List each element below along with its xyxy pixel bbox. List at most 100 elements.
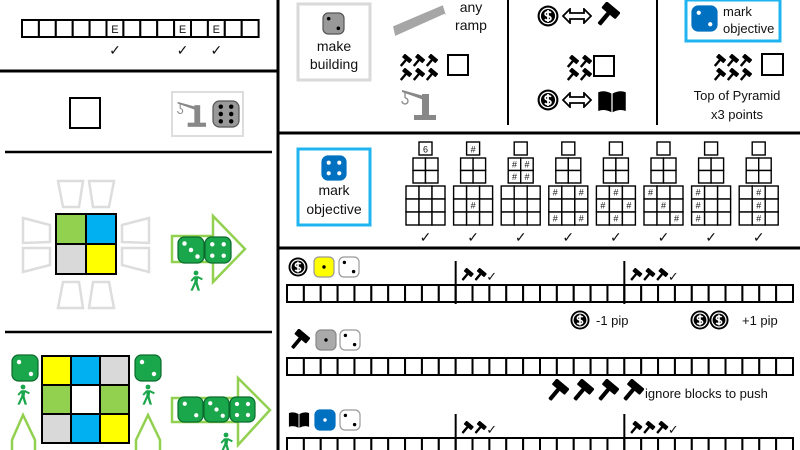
- pyramid-mid-cell[interactable]: [745, 157, 760, 172]
- pyramid-base-cell[interactable]: [452, 211, 468, 226]
- track-cell[interactable]: [539, 357, 558, 376]
- track-cell[interactable]: [190, 19, 209, 38]
- track-cell[interactable]: [589, 437, 609, 450]
- track-cell[interactable]: [437, 284, 457, 303]
- track-cell[interactable]: [156, 19, 176, 38]
- track-cell[interactable]: [488, 437, 508, 450]
- pyramid-top-cell[interactable]: [751, 141, 766, 156]
- pyramid-mid-cell[interactable]: [662, 169, 677, 184]
- pyramid-mid-cell[interactable]: [602, 169, 617, 184]
- track-cell[interactable]: [240, 19, 260, 38]
- pyramid-base-cell[interactable]: [405, 211, 420, 226]
- pyramid-base-cell[interactable]: [405, 185, 420, 200]
- track-cell[interactable]: [353, 357, 373, 376]
- trade-checkbox[interactable]: [593, 55, 615, 77]
- pyramid-base-cell[interactable]: [500, 211, 515, 226]
- build-checkbox[interactable]: [69, 97, 101, 129]
- pyramid-base-cell[interactable]: [574, 198, 589, 213]
- track-cell[interactable]: [387, 284, 407, 303]
- pyramid-mid-cell[interactable]: [650, 157, 665, 172]
- pyramid-mid-cell[interactable]: [424, 157, 439, 172]
- track-cell[interactable]: [454, 437, 474, 450]
- pyramid-base-cell[interactable]: [513, 211, 528, 226]
- track-cell[interactable]: [572, 284, 592, 303]
- track-cell[interactable]: [724, 437, 744, 450]
- track-cell[interactable]: [420, 284, 440, 303]
- pyramid-base-cell[interactable]: [431, 185, 446, 200]
- pyramid-top-cell[interactable]: [513, 141, 528, 156]
- track-cell[interactable]: [488, 357, 508, 376]
- pyramid-base-cell[interactable]: [526, 211, 541, 226]
- pyramid-mid-cell[interactable]: [697, 169, 712, 184]
- pyramid-base-cell[interactable]: [526, 185, 541, 200]
- pyramid-mid-cell[interactable]: [650, 169, 665, 184]
- pyramid-base-cell[interactable]: [669, 198, 684, 213]
- track-cell[interactable]: [640, 357, 660, 376]
- pyramid-mid-cell[interactable]: [615, 169, 630, 184]
- pyramid-top-cell[interactable]: [561, 141, 576, 156]
- track-cell[interactable]: [741, 284, 761, 303]
- pyramid-mid-cell[interactable]: [412, 169, 427, 184]
- track-cell[interactable]: [657, 284, 676, 303]
- track-cell[interactable]: [336, 437, 356, 450]
- track-cell[interactable]: [370, 284, 390, 303]
- pyramid-base-cell[interactable]: [478, 185, 494, 200]
- make-building-action[interactable]: make building: [296, 2, 372, 82]
- track-cell[interactable]: [555, 284, 575, 303]
- track-cell[interactable]: [522, 284, 542, 303]
- track-cell[interactable]: [758, 284, 778, 303]
- pyramid-base-cell[interactable]: [621, 185, 637, 200]
- pyramid-mid-cell[interactable]: [472, 157, 487, 172]
- mark-objective-action-top[interactable]: mark objective: [684, 0, 782, 43]
- pyramid-mid-cell[interactable]: [472, 169, 487, 184]
- track-cell[interactable]: [657, 437, 676, 450]
- pyramid-base-cell[interactable]: [548, 198, 563, 213]
- pyramid-base-cell[interactable]: [478, 198, 494, 213]
- pyramid-base-cell[interactable]: [764, 211, 779, 226]
- track-cell[interactable]: [353, 284, 373, 303]
- pyramid-base-cell[interactable]: [526, 198, 541, 213]
- pyramid-mid-cell[interactable]: [555, 157, 569, 172]
- track-cell[interactable]: [707, 284, 727, 303]
- pyramid-mid-cell[interactable]: [662, 157, 677, 172]
- pyramid-mid-cell[interactable]: [412, 157, 427, 172]
- track-cell[interactable]: [139, 19, 159, 38]
- pyramid-base-cell[interactable]: [431, 198, 446, 213]
- track-cell[interactable]: [572, 357, 592, 376]
- track-cell[interactable]: [387, 437, 407, 450]
- pyramid-top-cell[interactable]: [608, 141, 624, 156]
- track-cell[interactable]: [286, 437, 305, 450]
- pyramid-base-cell[interactable]: [574, 211, 589, 226]
- pyramid-base-cell[interactable]: [656, 211, 671, 226]
- track-cell[interactable]: [505, 284, 525, 303]
- pyramid-base-cell[interactable]: [621, 211, 637, 226]
- pyramid-mid-cell[interactable]: [697, 157, 712, 172]
- pyramid-mid-cell[interactable]: [602, 157, 617, 172]
- pyramid-base-cell[interactable]: [561, 211, 576, 226]
- pyramid-base-cell[interactable]: [703, 211, 719, 226]
- pyramid-base-cell[interactable]: [595, 185, 611, 200]
- track-cell[interactable]: [437, 357, 457, 376]
- track-cell[interactable]: [404, 357, 423, 376]
- track-cell[interactable]: [775, 437, 795, 450]
- pyramid-base-cell[interactable]: [500, 185, 515, 200]
- pyramid-base-cell[interactable]: [561, 198, 576, 213]
- track-cell[interactable]: [387, 357, 407, 376]
- track-cell[interactable]: [88, 19, 108, 38]
- pyramid-mid-cell[interactable]: [710, 157, 725, 172]
- track-cell[interactable]: [353, 437, 373, 450]
- pyramid-base-cell[interactable]: [418, 185, 433, 200]
- track-cell[interactable]: [302, 284, 322, 303]
- pyramid-base-cell[interactable]: [643, 198, 658, 213]
- track-cell[interactable]: [741, 437, 761, 450]
- track-cell[interactable]: [522, 437, 542, 450]
- pyramid-checkbox[interactable]: [761, 53, 784, 76]
- pyramid-mid-cell[interactable]: [567, 157, 582, 172]
- pyramid-mid-cell[interactable]: [459, 157, 474, 172]
- track-cell[interactable]: [319, 357, 339, 376]
- pyramid-base-cell[interactable]: [716, 185, 732, 200]
- track-cell[interactable]: [488, 284, 508, 303]
- pyramid-base-cell[interactable]: [716, 211, 732, 226]
- pyramid-base-cell[interactable]: [478, 211, 494, 226]
- track-cell[interactable]: [690, 357, 710, 376]
